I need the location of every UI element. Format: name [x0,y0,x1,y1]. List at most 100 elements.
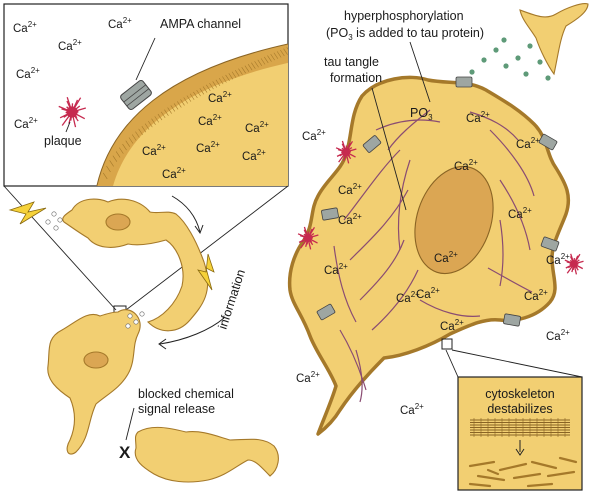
plaque-icon [564,253,584,275]
green-dots [469,37,551,81]
bottom-neuron [134,426,279,483]
neurotransmitter-dot [469,69,475,75]
calcium-ion-label: Ca2+ [208,90,232,105]
calcium-ion-label: Ca2+ [324,262,348,277]
info-arrow [159,317,225,345]
tau-tangle [397,159,411,251]
calcium-ion-label: Ca2+ [16,66,40,81]
cyto-label-line1: cytoskeleton [485,387,555,401]
calcium-ion-label: Ca2+ [198,113,222,128]
calcium-ion-label: Ca2+ [400,402,424,417]
neurotransmitter-dot [545,75,551,81]
inset-cell-interior [113,62,288,186]
calcium-ion-label: Ca2+ [508,206,532,221]
calcium-ion-label: Ca2+ [546,328,570,343]
tau-pointer-line [371,87,407,211]
hyperphosphorylation-label-line1: hyperphosphorylation [344,9,464,23]
broken-filament [546,470,576,478]
blocked-x-mark: X [119,443,131,462]
tau-tangle [343,149,401,221]
lightning-icons [8,201,215,291]
plaque-pointer-line [65,121,71,133]
synapse-inset: AMPA channel plaque [3,3,289,187]
calcium-ion-label: Ca2+ [245,120,269,135]
tau-tangle [339,329,367,391]
calcium-ion-label: Ca2+ [454,158,478,173]
cytoskeleton-inset: cytoskeleton destabilizes [441,338,583,491]
tau-tangle [333,245,357,323]
calcium-ion-label: Ca2+ [196,140,220,155]
broken-filament [530,460,558,470]
neurotransmitter-dot [501,37,507,43]
lightning-icon [8,201,47,225]
calcium-ions: Ca2+ Ca2+ Ca2+ Ca2+ Ca2+ Ca2+ Ca2+ Ca2+ Ca2+ Ca2+… [13,16,570,417]
calcium-ion-label: Ca2+ [546,252,570,267]
intact-filaments [470,418,570,437]
cyto-zoom-line-2 [451,349,583,378]
broken-filament [558,456,578,464]
membrane-channel-icon [540,236,560,252]
tau-tangle [359,239,405,301]
calcium-ion-label: Ca2+ [296,370,320,385]
broken-filament [512,472,542,480]
broken-filament [476,474,506,482]
tau-tangle [499,219,504,287]
ampa-channel-label: AMPA channel [160,17,241,31]
calcium-ion-label: Ca2+ [242,148,266,163]
neurotransmitter-dot [493,47,499,53]
calcium-ion-label: Ca2+ [440,318,464,333]
calcium-ion-label: Ca2+ [516,136,540,151]
large-neuron-nucleus [414,165,494,275]
plaque-icon [297,226,319,250]
membrane-channels [316,76,560,327]
cyto-arrow-head [515,448,525,456]
large-neuron [287,75,571,436]
calcium-ion-label: Ca2+ [466,110,490,125]
tau-tangle [487,267,533,293]
broken-filament [468,482,492,488]
blocked-pointer-line [125,407,135,441]
broken-filaments [468,456,578,488]
po3-label: PO3 [410,106,433,122]
neuron-chain [47,198,279,483]
vesicle-dots [45,211,145,329]
membrane-channel-icon [503,313,521,327]
ampa-pointer-line [135,37,156,81]
membrane-channel-icon [321,207,339,221]
membrane-channel-icon [316,303,336,321]
tau-tangle [499,179,531,251]
calcium-ion-label: Ca2+ [108,16,132,31]
calcium-ion-label: Ca2+ [524,288,548,303]
hyper-pointer-line [409,41,431,103]
calcium-ion-label: Ca2+ [162,166,186,181]
membrane-channel-icon [362,135,382,153]
blocked-label-line2: signal release [138,402,215,416]
calcium-ion-label: Ca2+ [396,290,420,305]
info-arrow-head [158,338,167,350]
tau-tangle [375,119,441,131]
blocked-label-line1: blocked chemical [138,387,234,401]
tau-tangle [419,299,481,317]
neurotransmitter-dot [537,59,543,65]
lightning-icon [197,253,215,291]
calcium-ion-label: Ca2+ [142,143,166,158]
dendrite-top-right [519,3,589,76]
broken-filament [498,462,528,472]
plaque-icon [58,97,86,128]
plaque-icon [58,97,86,128]
top-neuron-nucleus [105,213,131,231]
top-neuron [62,198,209,332]
plaque-label: plaque [44,134,82,148]
calcium-ion-label: Ca2+ [13,20,37,35]
calcium-ion-label: Ca2+ [416,286,440,301]
membrane-channel-icon [455,76,473,88]
tau-tangle [469,111,519,141]
neurotransmitter-dot [523,71,529,77]
neurotransmitter-dot [481,57,487,63]
plaque-icon [335,140,357,164]
hyperphosphorylation-label-line2: (PO3 is added to tau protein) [326,26,484,42]
tau-tangle-label-line2: formation [330,71,382,85]
flow-arrow-top [171,195,201,233]
tau-tangle [489,129,535,197]
